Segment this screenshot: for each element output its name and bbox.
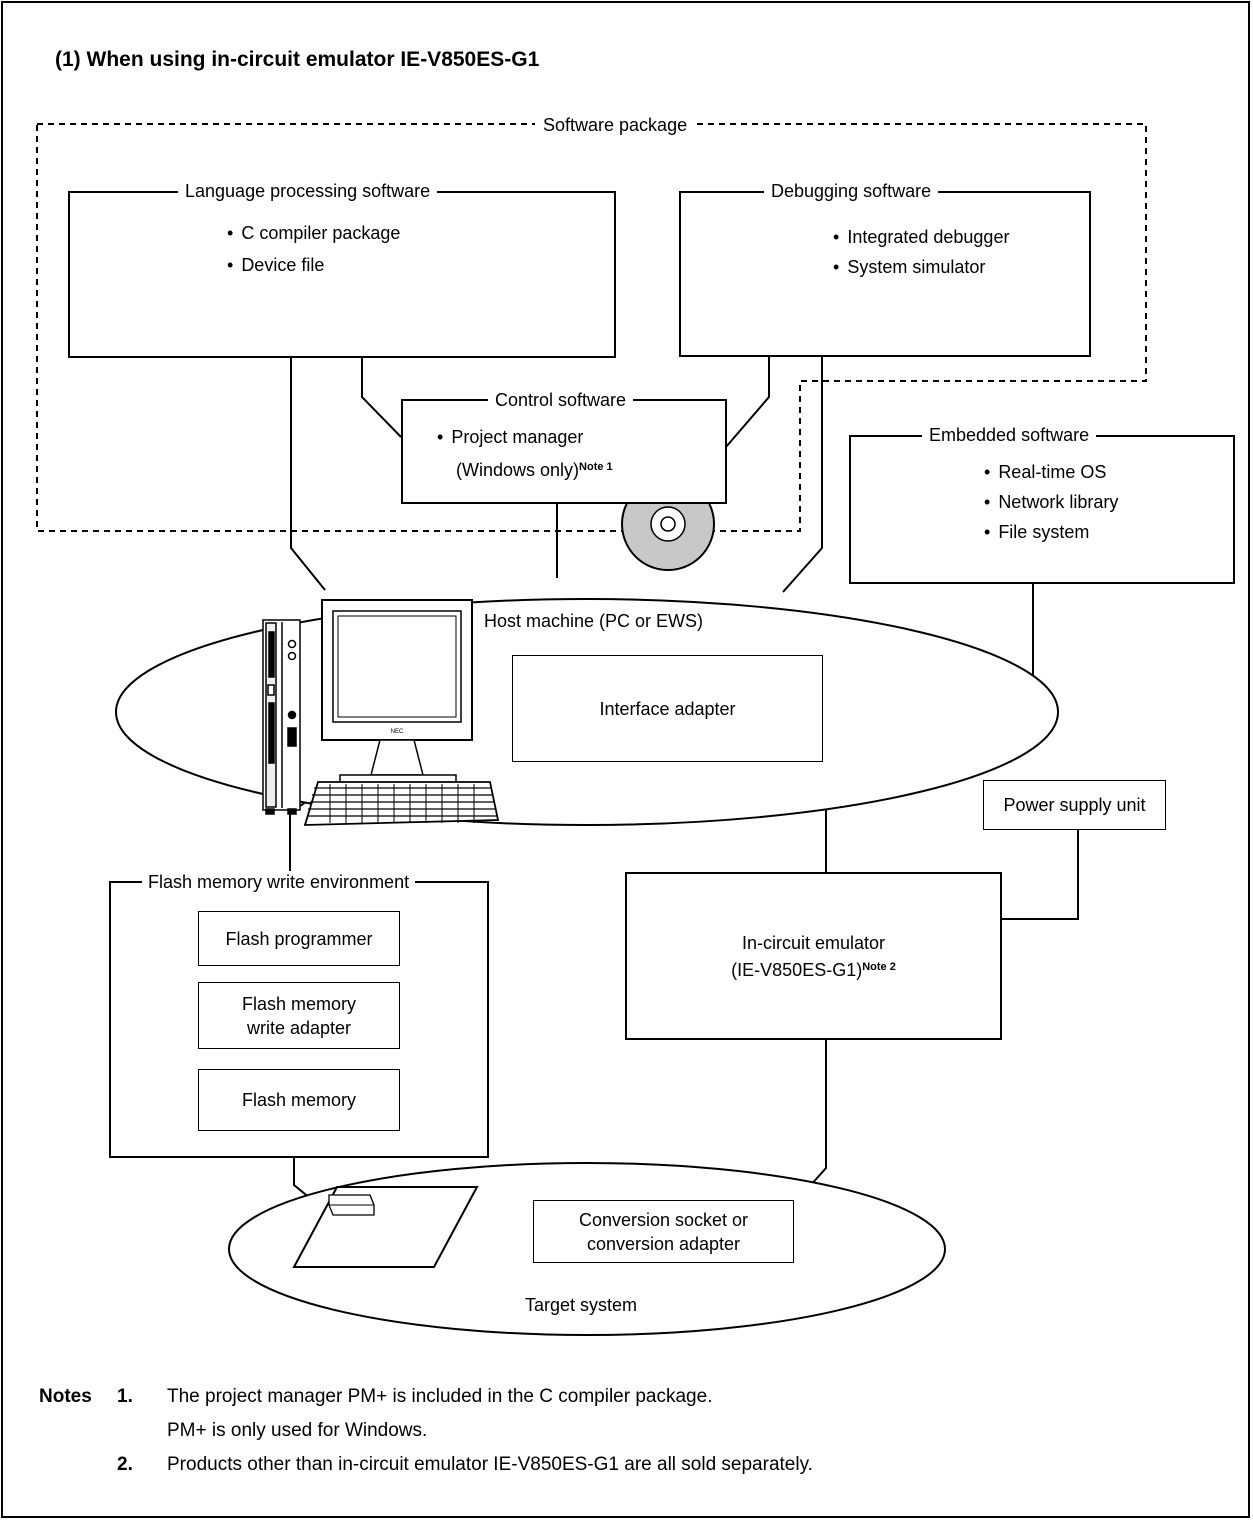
note-1-number: 1. (117, 1386, 133, 1407)
project-manager-windows-only: (Windows only)Note 1 (456, 460, 613, 480)
emulator-name: In-circuit emulator (741, 932, 886, 953)
flash-memory-box: Flash memory (198, 1069, 400, 1131)
debugging-title: Debugging software (764, 180, 939, 202)
item-device-file: Device file (227, 254, 324, 276)
control-software-title: Control software (488, 389, 634, 411)
notes-header: Notes (39, 1386, 92, 1407)
keyboard-icon (303, 781, 500, 826)
power-supply-box: Power supply unit (983, 780, 1166, 830)
note-2-ref: Note 2 (862, 960, 896, 973)
control-software-box (401, 399, 727, 504)
pc-tower-icon (262, 619, 301, 815)
host-machine-label: Host machine (PC or EWS) (484, 611, 704, 631)
item-system-simulator: System simulator (833, 256, 985, 278)
item-c-compiler-package: C compiler package (227, 222, 400, 244)
monitor-icon: NEC (321, 599, 473, 784)
note-1-text-line1: The project manager PM+ is included in t… (167, 1386, 713, 1407)
interface-adapter-box: Interface adapter (512, 655, 823, 762)
language-processing-box (68, 191, 616, 358)
note-1-text-line2: PM+ is only used for Windows. (167, 1420, 428, 1441)
item-network-library: Network library (984, 491, 1118, 513)
item-project-manager: Project manager (437, 426, 583, 448)
flash-env-title: Flash memory write environment (142, 871, 416, 893)
language-processing-title: Language processing software (178, 180, 438, 202)
target-system-label: Target system (525, 1295, 638, 1315)
note-2-text: Products other than in-circuit emulator … (167, 1454, 813, 1475)
emulator-model: (IE-V850ES-G1)Note 2 (731, 959, 896, 980)
in-circuit-emulator-box: In-circuit emulator (IE-V850ES-G1)Note 2 (625, 872, 1002, 1040)
note-2-number: 2. (117, 1454, 133, 1475)
monitor-brand-label: NEC (391, 729, 404, 735)
embedded-software-title: Embedded software (922, 424, 1097, 446)
note-1-ref: Note 1 (579, 461, 613, 473)
item-integrated-debugger: Integrated debugger (833, 226, 1009, 248)
software-package-label: Software package (535, 114, 696, 136)
target-board-icon (292, 1186, 479, 1268)
item-real-time-os: Real-time OS (984, 461, 1106, 483)
flash-programmer-box: Flash programmer (198, 911, 400, 966)
item-file-system: File system (984, 521, 1089, 543)
figure-heading: (1) When using in-circuit emulator IE-V8… (55, 48, 540, 71)
